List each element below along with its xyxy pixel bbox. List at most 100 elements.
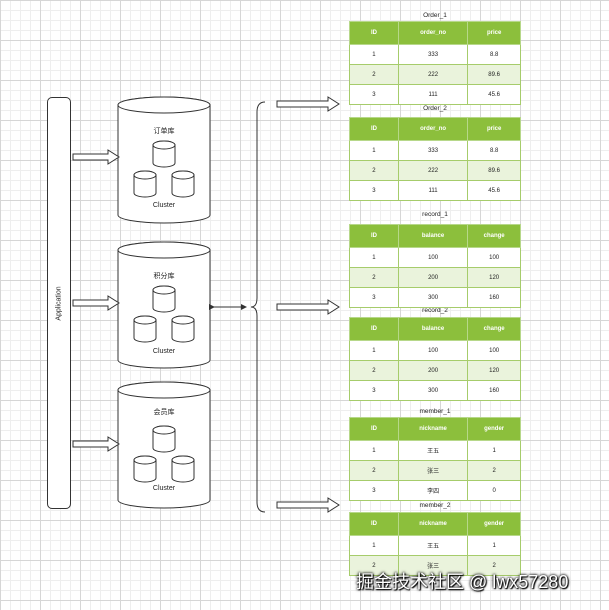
table-header-cell: ID xyxy=(349,117,399,141)
table-cell: 111 xyxy=(397,180,469,201)
arrows xyxy=(72,96,340,513)
table-cell: 张三 xyxy=(397,555,469,576)
table-cell: 160 xyxy=(467,380,521,401)
table-cell: 45.6 xyxy=(467,84,521,105)
table-header-cell: change xyxy=(467,224,521,248)
table-cell: 0 xyxy=(467,480,521,501)
app-to-cluster-arrow xyxy=(72,149,120,165)
table-cell: 1 xyxy=(467,440,521,461)
table-cell: 111 xyxy=(397,84,469,105)
table-cell: 张三 xyxy=(397,460,469,481)
table-cell: 2 xyxy=(349,460,399,481)
table-header-cell: ID xyxy=(349,21,399,45)
table-cell: 王五 xyxy=(397,440,469,461)
table-cell: 200 xyxy=(397,360,469,381)
shard-brace xyxy=(250,101,266,513)
table-title-record-1: record_1 xyxy=(422,211,448,218)
table-cell: 2 xyxy=(349,160,399,181)
table-header-cell: ID xyxy=(349,224,399,248)
brace-to-table-arrow xyxy=(276,497,340,513)
table-cell: 8.8 xyxy=(467,140,521,161)
table-cell: 8.8 xyxy=(467,44,521,65)
watermark: 掘金技术社区 @ lwx57280 xyxy=(356,572,569,592)
table-cell: 100 xyxy=(397,247,469,268)
table-header-cell: ID xyxy=(349,317,399,341)
table-header-cell: ID xyxy=(349,512,399,536)
table-header-cell: nickname xyxy=(397,417,469,441)
table-title-order-1: Order_1 xyxy=(423,12,447,19)
table-cell: 222 xyxy=(397,64,469,85)
table-cell: 3 xyxy=(349,84,399,105)
table-cell: 120 xyxy=(467,360,521,381)
cluster-subtitle-points: Cluster xyxy=(152,348,176,355)
table-cell: 2 xyxy=(349,267,399,288)
table-cell: 3 xyxy=(349,180,399,201)
cluster-subtitle-member: Cluster xyxy=(152,485,176,492)
table-header-cell: balance xyxy=(397,317,469,341)
table-header-cell: gender xyxy=(467,417,521,441)
cluster-subtitle-order: Cluster xyxy=(152,202,176,209)
brace-to-table-arrow xyxy=(276,299,340,315)
table-cell: 1 xyxy=(349,340,399,361)
cluster-cylinders xyxy=(117,96,211,509)
application-box xyxy=(47,97,71,509)
cluster-title-order: 订单库 xyxy=(153,128,175,135)
table-header-cell: price xyxy=(467,21,521,45)
table-header-cell: order_no xyxy=(397,21,469,45)
table-cell: 王五 xyxy=(397,535,469,556)
table-cell: 1 xyxy=(349,440,399,461)
table-header-cell: balance xyxy=(397,224,469,248)
table-header-cell: change xyxy=(467,317,521,341)
table-cell: 120 xyxy=(467,267,521,288)
table-cell: 89.6 xyxy=(467,160,521,181)
app-to-cluster-arrow xyxy=(72,436,120,452)
table-cell: 2 xyxy=(349,555,399,576)
cluster-title-member: 会员库 xyxy=(153,409,175,416)
table-cell: 2 xyxy=(467,555,521,576)
table-title-record-2: record_2 xyxy=(422,307,448,314)
table-header-cell: gender xyxy=(467,512,521,536)
table-cell: 1 xyxy=(349,44,399,65)
table-title-member-1: member_1 xyxy=(419,408,451,415)
table-cell: 333 xyxy=(397,44,469,65)
table-cell: 100 xyxy=(397,340,469,361)
table-cell: 100 xyxy=(467,247,521,268)
table-cell: 222 xyxy=(397,160,469,181)
table-header-cell: price xyxy=(467,117,521,141)
table-cell: 3 xyxy=(349,287,399,308)
table-cell: 333 xyxy=(397,140,469,161)
table-title-member-2: member_2 xyxy=(419,502,451,509)
table-cell: 200 xyxy=(397,267,469,288)
table-cell: 1 xyxy=(467,535,521,556)
cluster-title-points: 积分库 xyxy=(153,273,175,280)
table-cell: 300 xyxy=(397,380,469,401)
table-cell: 45.6 xyxy=(467,180,521,201)
table-cell: 2 xyxy=(467,460,521,481)
brace-to-table-arrow xyxy=(276,96,340,112)
table-cell: 2 xyxy=(349,64,399,85)
table-cell: 89.6 xyxy=(467,64,521,85)
